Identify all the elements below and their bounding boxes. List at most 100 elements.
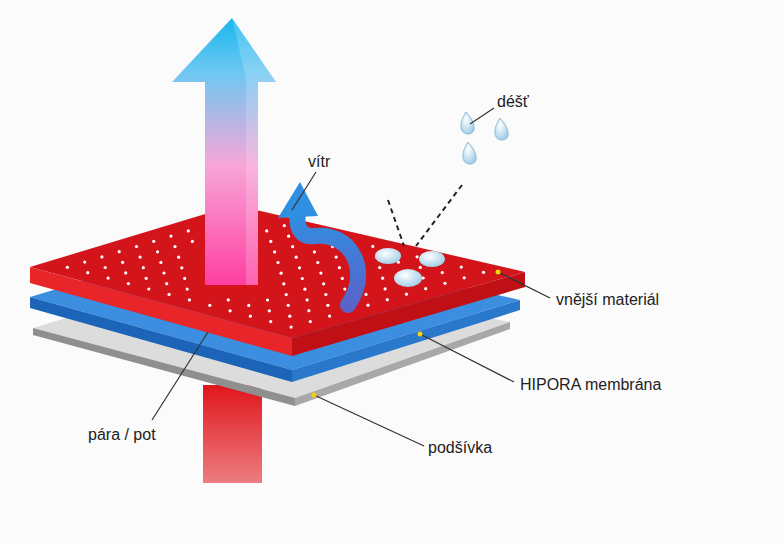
pore-dot	[265, 229, 268, 232]
pore-dot	[291, 245, 294, 248]
pore-dot	[229, 309, 232, 312]
pore-dot	[191, 240, 194, 243]
part-label: HIPORA membrána	[520, 375, 661, 394]
pore-dot	[186, 288, 189, 291]
marker-dots	[312, 270, 501, 398]
pore-dot	[285, 293, 288, 296]
pore-dot	[162, 271, 165, 274]
pore-dot	[319, 272, 322, 275]
pore-dot	[159, 261, 162, 264]
pore-dot	[441, 271, 444, 274]
leader-lines	[152, 108, 550, 446]
pore-dot	[276, 261, 279, 264]
pore-dot	[288, 315, 291, 318]
pore-dot	[177, 256, 180, 259]
pore-dot	[287, 304, 290, 307]
pore-dot	[66, 266, 69, 269]
pore-dot	[303, 288, 306, 291]
pore-dot	[227, 298, 230, 301]
pore-dot	[83, 261, 86, 264]
pore-dot	[208, 304, 211, 307]
pore-dot	[381, 277, 384, 280]
pore-dot	[142, 266, 145, 269]
pore-dot	[124, 271, 127, 274]
pore-dot	[266, 298, 269, 301]
part-label: vítr	[308, 152, 330, 171]
part-label: pára / pot	[88, 425, 156, 444]
pore-dot	[282, 282, 285, 285]
pore-dot	[287, 235, 290, 238]
wind-arrow	[278, 182, 358, 305]
pore-dot	[118, 250, 121, 253]
pore-dot	[324, 293, 327, 296]
pore-dot	[416, 255, 419, 258]
pore-dot	[405, 293, 408, 296]
pore-dot	[307, 309, 310, 312]
pore-dot	[188, 298, 191, 301]
pore-dot	[107, 277, 110, 280]
pore-dot	[269, 240, 272, 243]
pore-dots	[66, 224, 485, 329]
pore-dot	[386, 298, 389, 301]
pore-dot	[343, 288, 346, 291]
pore-dot	[313, 250, 316, 253]
pore-dot	[298, 266, 301, 269]
pore-dot	[306, 298, 309, 301]
pore-dot	[121, 261, 124, 264]
pore-dot	[309, 320, 312, 323]
pore-dot	[326, 304, 329, 307]
pore-dot	[290, 326, 293, 329]
vapor-arrow	[172, 18, 276, 285]
pore-dot	[145, 277, 148, 280]
pore-dot	[341, 277, 344, 280]
pore-dot	[328, 315, 331, 318]
pore-dot	[147, 287, 150, 290]
rain-drops	[375, 112, 508, 287]
pore-dot	[86, 271, 89, 274]
pore-dot	[463, 276, 466, 279]
pore-dot	[316, 261, 319, 264]
pore-dot	[183, 277, 186, 280]
pore-dot	[295, 256, 298, 259]
pore-dot	[378, 266, 381, 269]
pore-dot	[247, 304, 250, 307]
pore-dot	[338, 266, 341, 269]
pore-dot	[156, 250, 159, 253]
pore-dot	[273, 250, 276, 253]
pore-dot	[301, 277, 304, 280]
pore-dot	[100, 255, 103, 258]
pore-dot	[135, 245, 138, 248]
pore-dot	[280, 272, 283, 275]
pore-dot	[187, 229, 190, 232]
pore-dot	[422, 276, 425, 279]
part-label: podšívka	[428, 438, 492, 457]
pore-dot	[180, 266, 183, 269]
vapor-column	[203, 385, 262, 483]
pore-dot	[322, 282, 325, 285]
pore-dot	[419, 266, 422, 269]
pore-dot	[364, 293, 367, 296]
pore-dot	[249, 315, 252, 318]
pore-dot	[269, 320, 272, 323]
pore-dot	[139, 256, 142, 259]
pore-dot	[165, 282, 168, 285]
pore-dot	[104, 266, 107, 269]
pore-dot	[283, 224, 286, 227]
pore-dot	[168, 293, 171, 296]
pore-dot	[443, 282, 446, 285]
pore-dot	[482, 271, 485, 274]
pore-dot	[127, 282, 130, 285]
pore-dot	[152, 240, 155, 243]
pore-dot	[371, 245, 374, 248]
pore-dot	[173, 245, 176, 248]
pore-dot	[384, 287, 387, 290]
part-label: déšť	[497, 92, 529, 111]
pore-dot	[366, 304, 369, 307]
pore-dot	[169, 235, 172, 238]
pore-dot	[460, 266, 463, 269]
part-label: vnější materiál	[556, 290, 659, 309]
outer-layer	[30, 205, 525, 356]
pore-dot	[335, 256, 338, 259]
pore-dot	[424, 287, 427, 290]
